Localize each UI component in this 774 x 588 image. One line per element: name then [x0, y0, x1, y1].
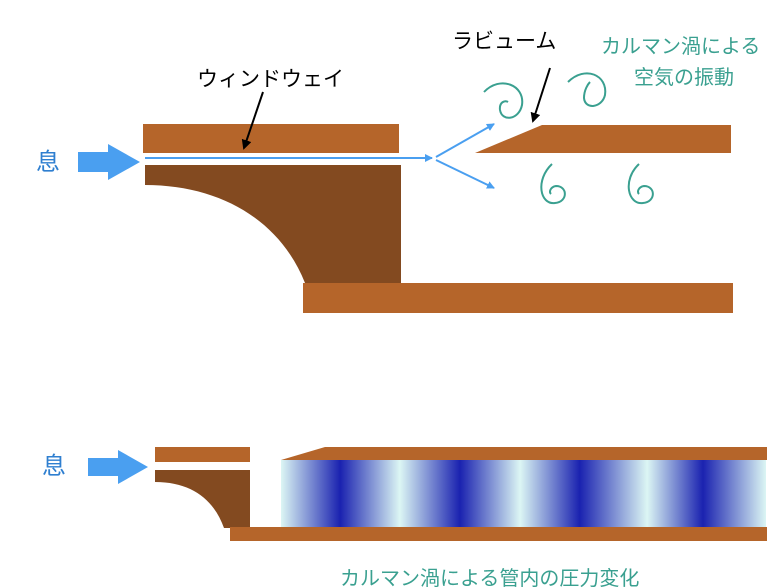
windway-label: ウィンドウェイ	[197, 67, 344, 91]
block-with-curve-small	[155, 470, 250, 528]
air-split-arrow-up	[435, 123, 495, 158]
labium-label: ラビューム	[452, 29, 556, 53]
block-with-curve	[145, 165, 401, 283]
bottom-plate	[303, 283, 733, 313]
breath-label-bottom: 息	[42, 452, 66, 480]
upper-block-small	[155, 447, 250, 462]
pipe-bottom-plate	[230, 527, 767, 541]
windway-pointer-arrow	[241, 91, 264, 150]
karman-label-line2: 空気の振動	[634, 65, 734, 89]
karman-label-line1: カルマン渦による	[601, 34, 760, 58]
pipe-top-plate	[281, 447, 767, 460]
vortex-icon	[567, 72, 607, 107]
breath-label-top: 息	[36, 148, 60, 176]
vortex-icon	[540, 163, 566, 205]
breath-arrow-icon	[88, 450, 148, 484]
vortex-icon	[627, 163, 654, 205]
breath-arrow-icon	[78, 144, 140, 180]
labium-pointer-arrow	[530, 67, 551, 123]
labium	[475, 125, 731, 153]
caption: カルマン渦による管内の圧力変化	[340, 566, 639, 588]
vortices	[483, 72, 654, 205]
upper-block	[143, 124, 399, 153]
pressure-column	[281, 460, 766, 527]
vortex-icon	[483, 82, 524, 119]
air-split-arrow-down	[435, 159, 495, 189]
